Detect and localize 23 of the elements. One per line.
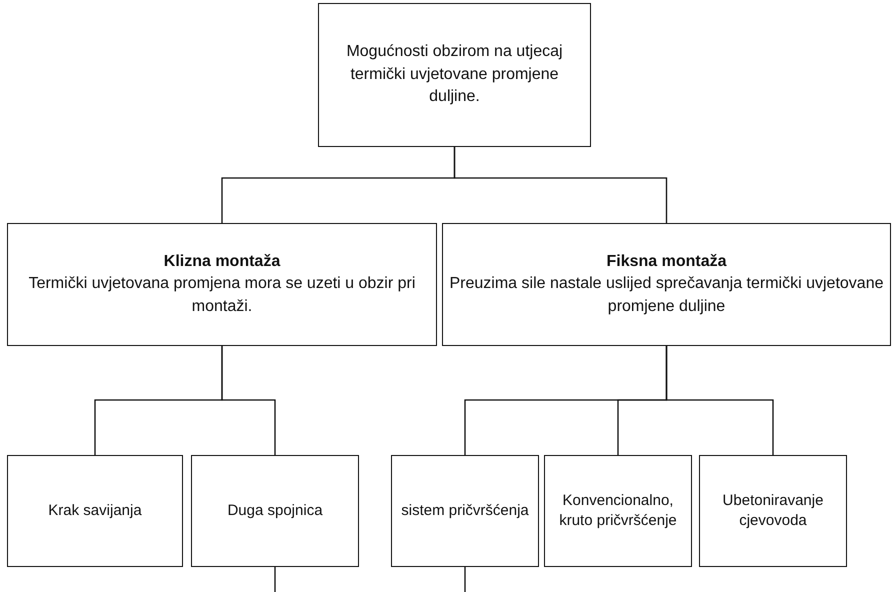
process-box [699, 455, 847, 567]
connector-line [221, 346, 276, 455]
connector-line [666, 346, 774, 455]
process-box [191, 455, 359, 567]
box-text: sistem pričvršćenja [401, 500, 529, 521]
connector-line [454, 147, 668, 223]
box-text: Termički uvjetovana promjena mora se uzeti u obzir pri montaži. [28, 274, 416, 317]
box-heading: Fiksna montaža [606, 252, 727, 272]
box-text: Krak savijanja [48, 500, 142, 521]
connector-line [464, 567, 466, 592]
box-text: Duga spojnica [227, 500, 323, 521]
box-heading: Klizna montaža [164, 252, 280, 272]
box-text: Preuzima sile nastale uslijed sprečavanja termički uvjetovane promjene duljine [449, 274, 884, 317]
process-box [442, 223, 891, 346]
box-text: Ubetoniravanje cjevovoda [722, 490, 824, 531]
process-box [7, 455, 183, 567]
connector-line [274, 567, 276, 592]
process-box [7, 223, 437, 346]
process-box [318, 3, 591, 147]
process-box [544, 455, 692, 567]
process-box [391, 455, 539, 567]
box-text: Konvencionalno, kruto pričvršćenje [558, 490, 678, 531]
box-text: Mogućnosti obzirom na utjecaj termički uvjetovane promjene duljine. [345, 42, 564, 108]
